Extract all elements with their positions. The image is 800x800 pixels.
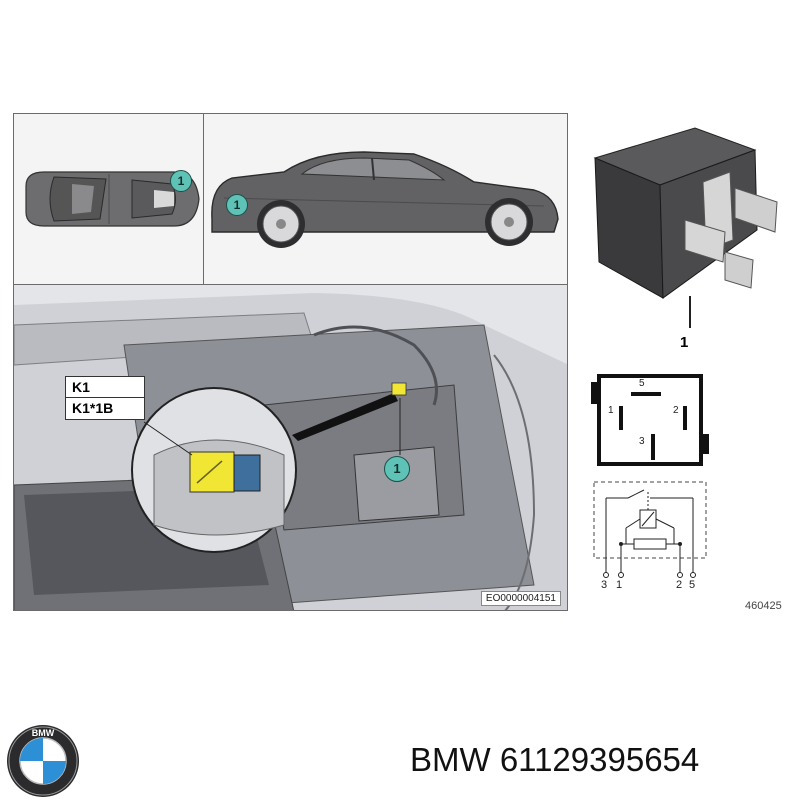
reference-code: EO0000004151 [480, 591, 561, 606]
pin-label-1: 1 [608, 405, 614, 416]
pin-label-5: 5 [639, 378, 645, 389]
figure-number: 460425 [745, 600, 782, 612]
part-title: BMW 61129395654 [410, 741, 700, 778]
schematic-pin-3: 3 [601, 579, 608, 591]
relay-pinout-diagram [591, 374, 709, 466]
location-marker-trunk: 1 [384, 456, 410, 482]
relay-circuit-schematic [593, 481, 707, 578]
car-side-view-panel: 1 [203, 113, 568, 285]
relay-leader-line [689, 296, 691, 328]
relay-callout-box: K1 K1*1B [65, 376, 145, 420]
car-top-view-panel: 1 [13, 113, 204, 285]
pin-label-3: 3 [639, 436, 645, 447]
relay-illustration [593, 127, 778, 310]
callout-line-2: K1*1B [72, 400, 114, 416]
marker-number: 1 [393, 461, 401, 476]
marker-number: 1 [233, 198, 241, 212]
callout-line-1: K1 [66, 377, 144, 398]
trunk-interior-drawing [14, 285, 567, 610]
schematic-pin-5: 5 [689, 579, 696, 591]
trunk-interior-panel: K1 K1*1B 1 EO0000004151 [13, 284, 568, 611]
marker-number: 1 [177, 174, 185, 188]
schematic-pin-1: 1 [616, 579, 623, 591]
location-marker-top: 1 [170, 170, 192, 192]
relay-label: 1 [680, 334, 689, 351]
pin-label-2: 2 [673, 405, 679, 416]
bmw-logo: BMW [7, 725, 79, 797]
bmw-logo-text: BMW [32, 728, 55, 738]
schematic-pin-2: 2 [676, 579, 683, 591]
car-top-view-drawing [25, 171, 200, 227]
car-side-view-drawing [211, 151, 559, 248]
location-marker-side: 1 [226, 194, 248, 216]
